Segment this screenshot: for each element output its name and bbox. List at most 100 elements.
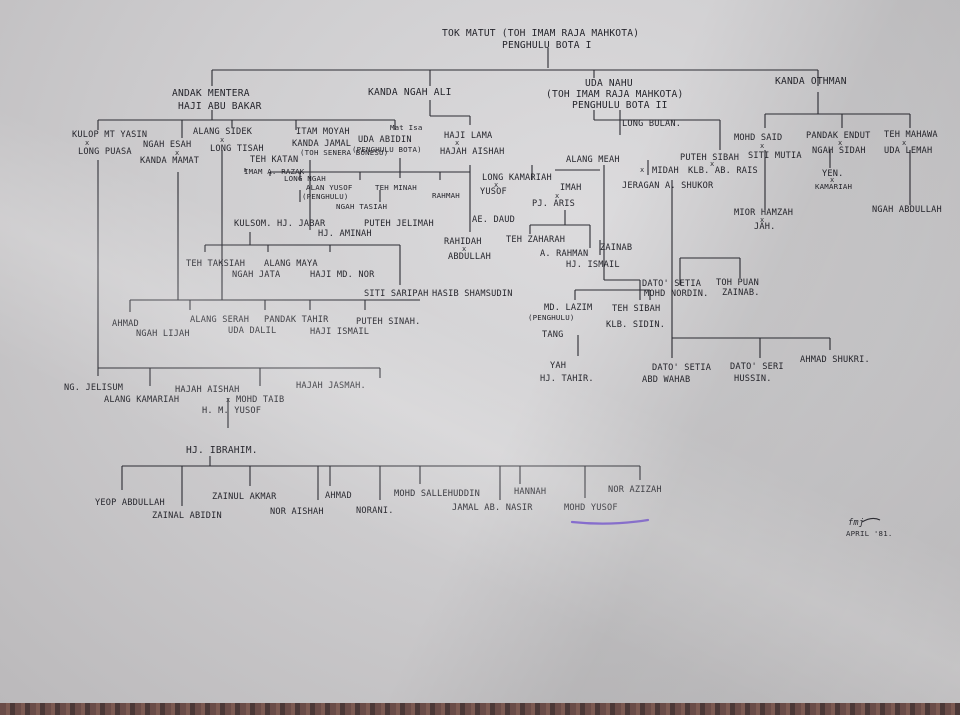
uda-nahu-children: LONG BULAN. ALANG MEAH MIDAH x JERAGAN A… xyxy=(472,119,758,270)
alang-sidek-children: IMAM A. RAZAK LONG NGAH ALAN YUSOF (PENG… xyxy=(234,167,460,239)
uda-nahu-label: UDA NAHU xyxy=(585,78,633,89)
alan-yusof-label: ALAN YUSOF xyxy=(306,183,353,192)
pandak-endut-label: PANDAK ENDUT xyxy=(806,131,871,141)
ngah-ali-children: HAJI LAMA x HAJAH AISHAH RAHIDAH x ABDUL… xyxy=(440,131,505,262)
abd-wahab-label: ABD WAHAB xyxy=(642,375,690,385)
penghulu-label: (PENGHULU) xyxy=(302,192,349,201)
dato-setia-label: DATO' SETIA xyxy=(652,363,712,373)
signature-date: APRIL '81. xyxy=(846,529,893,538)
ahmad-row: AHMAD NGAH LIJAH ALANG SERAH UDA DALIL P… xyxy=(112,315,420,339)
penghulu2-label: (PENGHULU) xyxy=(528,313,575,322)
dato-seri-label: DATO' SERI xyxy=(730,362,784,372)
yen-label: YEN. xyxy=(822,169,844,179)
zainul-label: ZAINUL AKMAR xyxy=(212,492,277,502)
teh-row: TEH TAKSIAH ALANG MAYA NGAH JATA HAJI MD… xyxy=(186,259,512,299)
mior-hamzah-label: MIOR HAMZAH xyxy=(734,208,793,218)
uda-lemah-label: UDA LEMAH xyxy=(884,146,932,156)
uda-abidin-label: UDA ABIDIN xyxy=(358,135,412,145)
nor-azizah-label: NOR AZIZAH xyxy=(608,485,662,495)
kulsom-label: KULSOM. HJ. JABAR xyxy=(234,219,326,229)
root-node: TOK MATUT (TOH IMAM RAJA MAHKOTA) PENGHU… xyxy=(442,28,639,51)
ae-daud-label: AE. DAUD xyxy=(472,215,515,225)
marriage-mark: x xyxy=(555,192,559,200)
marriage-mark: x xyxy=(85,139,89,147)
nor-aishah-label: NOR AISHAH xyxy=(270,507,324,517)
marriage-mark: x xyxy=(226,396,230,404)
hj-aminah-label: HJ. AMINAH xyxy=(318,229,372,239)
haji-md-nor-label: HAJI MD. NOR xyxy=(310,270,375,280)
rahidah-label: RAHIDAH xyxy=(444,237,482,247)
yeop-label: YEOP ABDULLAH xyxy=(95,498,165,508)
ng-jelisum-label: NG. JELISUM xyxy=(64,383,123,393)
teh-katan-label: TEH KATAN xyxy=(250,155,298,165)
kulop-label: KULOP MT YASIN xyxy=(72,130,147,140)
itam-moyah-label: ITAM MOYAH xyxy=(296,127,350,137)
alang-sidek-label: ALANG SIDEK xyxy=(193,127,253,137)
mohd-said-label: MOHD SAID xyxy=(734,133,782,143)
zainab-label: ZAINAB xyxy=(600,243,632,253)
hajah-jasmah-label: HAJAH JASMAH. xyxy=(296,381,366,391)
carpet-edge xyxy=(0,703,960,715)
othman-children: MOHD SAID x SITI MUTIA PANDAK ENDUT x NG… xyxy=(734,130,942,232)
marriage-mark: x xyxy=(830,176,834,184)
hussin-label: HUSSIN. xyxy=(734,374,772,384)
marriage-mark: x xyxy=(640,166,644,174)
zainal-label: ZAINAL ABIDIN xyxy=(152,511,222,521)
teh-sibah-label: TEH SIBAH xyxy=(612,304,660,314)
marriage-mark: x xyxy=(760,142,764,150)
marriage-mark: x xyxy=(494,181,498,189)
generation-1: ANDAK MENTERA HAJI ABU BAKAR KANDA NGAH … xyxy=(172,76,847,112)
klb-rais-label: KLB. AB. RAIS xyxy=(688,166,758,176)
ngah-esah-label: NGAH ESAH xyxy=(143,140,191,150)
root-line1: TOK MATUT (TOH IMAM RAJA MAHKOTA) xyxy=(442,28,639,39)
jamal-label: JAMAL AB. NASIR xyxy=(452,503,533,513)
mohd-salehuddin-label: MOHD SALLEHUDDIN xyxy=(394,489,480,499)
marriage-mark: x xyxy=(462,245,466,253)
abdullah-label: ABDULLAH xyxy=(448,252,491,262)
hj-ismail-label: HJ. ISMAIL xyxy=(566,260,620,270)
signature: fmj APRIL '81. xyxy=(846,517,893,538)
long-tisah-label: LONG TISAH xyxy=(210,144,264,154)
ahmad-label: AHMAD xyxy=(112,319,139,329)
mohd-taib-label: MOHD TAIB xyxy=(236,395,284,405)
signature-initials: fmj xyxy=(848,518,864,528)
haji-lama-label: HAJI LAMA xyxy=(444,131,493,141)
siti-mutia-label: SITI MUTIA xyxy=(748,151,802,161)
a-rahman-label: A. RAHMAN xyxy=(540,249,588,259)
toh-imam-label: (TOH IMAM RAJA MAHKOTA) xyxy=(546,89,683,100)
mohd-yusof-label: MOHD YUSOF xyxy=(564,503,618,513)
kanda-othman-label: KANDA OTHMAN xyxy=(775,76,847,87)
hj-tahir-label: HJ. TAHIR. xyxy=(540,374,594,384)
puteh-sibah-label: PUTEH SIBAH xyxy=(680,153,739,163)
hajah-aishah-label: HAJAH AISHAH xyxy=(440,147,505,157)
ahmad-shukri-label: AHMAD SHUKRI. xyxy=(800,355,870,365)
teh-minah-label: TEH MINAH xyxy=(375,183,417,192)
hannah-label: HANNAH xyxy=(514,487,546,497)
yah-label: YAH xyxy=(550,361,566,371)
ngah-jata-label: NGAH JATA xyxy=(232,270,281,280)
alang-meah-children: DATO' SETIA MOHD NORDIN. TOH PUAN ZAINAB… xyxy=(528,278,759,384)
alang-maya-label: ALANG MAYA xyxy=(264,259,318,269)
imam-razak-label: IMAM A. RAZAK xyxy=(244,167,305,176)
long-puasa-label: LONG PUASA xyxy=(78,147,132,157)
pj-aris-label: PJ. ARIS xyxy=(532,199,575,209)
kamariah-label: KAMARIAH xyxy=(815,182,852,191)
midah-label: MIDAH xyxy=(652,166,679,176)
andak-children: KULOP MT YASIN x LONG PUASA NGAH ESAH x … xyxy=(72,123,423,166)
ngah-lijah-label: NGAH LIJAH xyxy=(136,329,190,339)
dato-setia-md-label: DATO' SETIA xyxy=(642,279,702,289)
tang-label: TANG xyxy=(542,330,564,340)
teh-zaharah-label: TEH ZAHARAH xyxy=(506,235,565,245)
hajah-aishah-g4-label: HAJAH AISHAH xyxy=(175,385,240,395)
signature-stroke xyxy=(861,517,881,523)
long-kamariah-label: LONG KAMARIAH xyxy=(482,173,552,183)
kanda-mamat-label: KANDA MAMAT xyxy=(140,156,199,166)
toh-puan-label: TOH PUAN xyxy=(716,278,759,288)
jeragan-label: JERAGAN A. SHUKOR xyxy=(622,181,714,191)
siti-saripah-label: SITI SARIPAH xyxy=(364,289,429,299)
uda-dalil-label: UDA DALIL xyxy=(228,326,276,336)
mat-isa-note: Mat Isa xyxy=(390,123,423,132)
generation-4: NG. JELISUM ALANG KAMARIAH HAJAH AISHAH … xyxy=(64,381,366,456)
